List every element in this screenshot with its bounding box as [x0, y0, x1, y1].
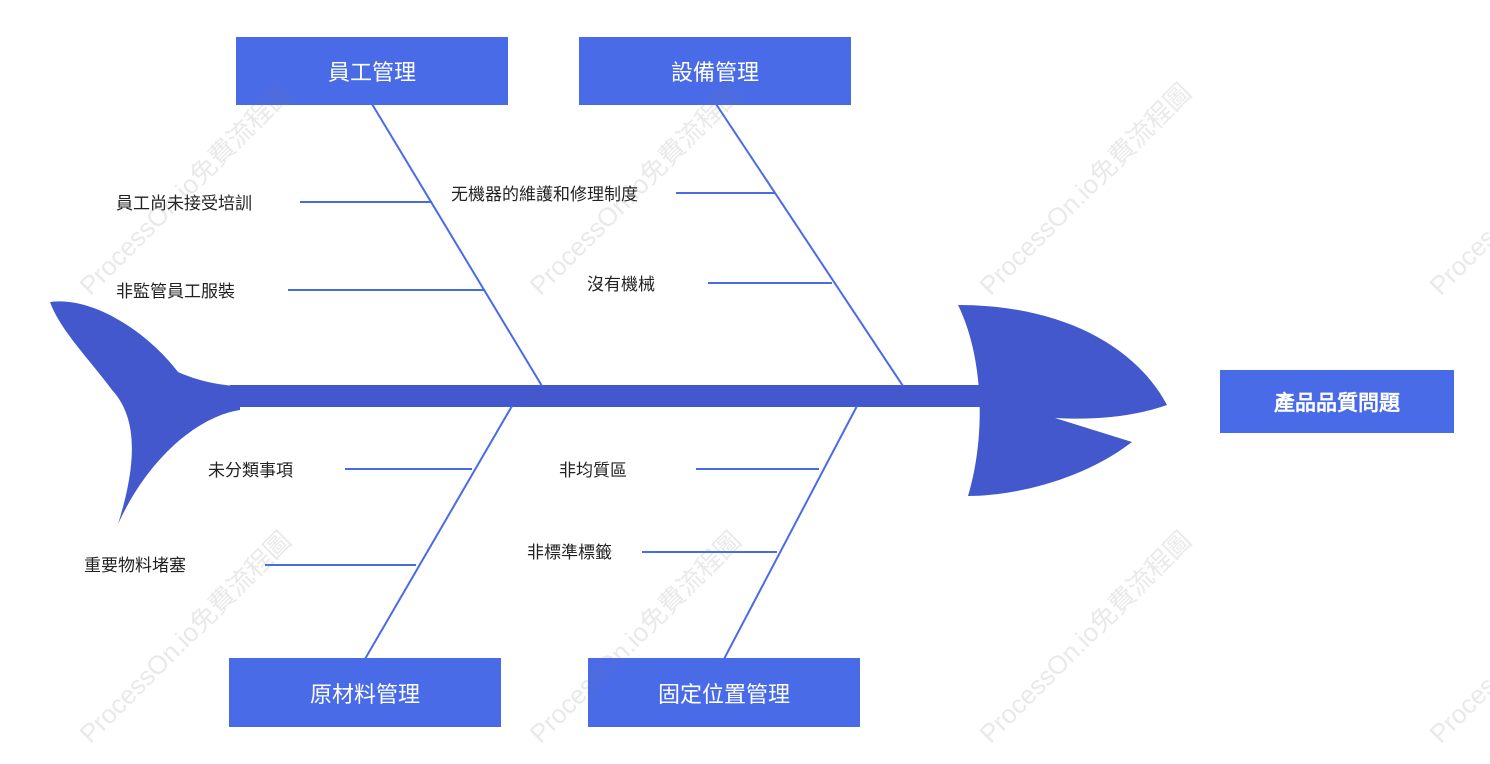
bone-equipment — [715, 103, 904, 387]
cause-location-1: 非均質區 — [559, 461, 627, 481]
fish-tail — [50, 301, 240, 524]
category-equipment: 設備管理 — [579, 37, 851, 105]
effect-box: 產品品質問題 — [1220, 370, 1454, 433]
bone-location — [723, 405, 858, 660]
fish-head — [958, 305, 1167, 496]
category-materials: 原材料管理 — [229, 658, 501, 727]
cause-equipment-2: 沒有機械 — [587, 275, 655, 295]
cause-location-2: 非標準標籤 — [527, 543, 612, 563]
category-location: 固定位置管理 — [588, 658, 860, 727]
fish-spine — [230, 385, 985, 407]
bone-materials — [364, 405, 513, 660]
cause-staff-1: 員工尚未接受培訓 — [116, 194, 252, 214]
cause-materials-2: 重要物料堵塞 — [84, 556, 186, 576]
category-staff: 員工管理 — [236, 37, 508, 105]
cause-materials-1: 未分類事項 — [208, 461, 293, 481]
cause-staff-2: 非監管員工服裝 — [116, 282, 235, 302]
cause-equipment-1: 无機器的維護和修理制度 — [451, 185, 638, 205]
bone-staff — [371, 103, 543, 387]
